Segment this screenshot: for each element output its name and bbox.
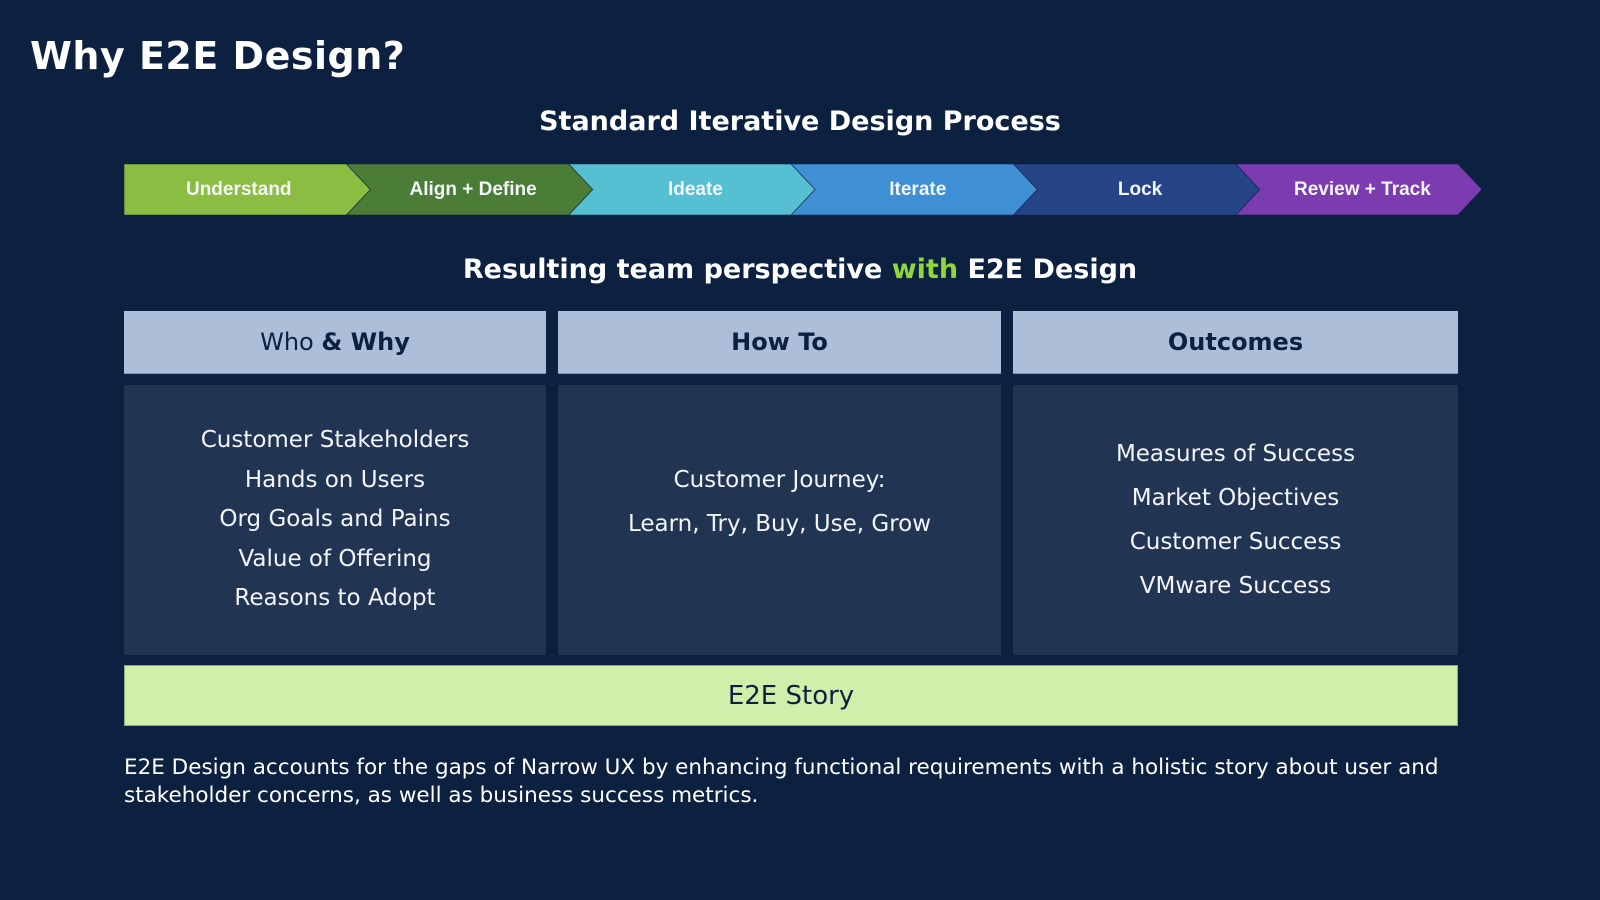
step-ideate: Ideate <box>667 179 723 200</box>
process-title: Standard Iterative Design Process <box>539 106 1061 137</box>
list-item: Measures of Success <box>1115 441 1356 467</box>
list-item: Customer Stakeholders <box>200 427 470 454</box>
column-header-how-to: How To <box>558 311 1001 374</box>
perspective-title-accent: with <box>891 254 959 285</box>
list-item: Hands on Users <box>244 466 426 493</box>
header-regular: Who <box>260 328 322 356</box>
perspective-title-after: E2E Design <box>958 254 1138 285</box>
column-body-how-to: Customer Journey: Learn, Try, Buy, Use, … <box>558 385 1001 655</box>
column-body-content: Customer Journey: Learn, Try, Buy, Use, … <box>628 458 931 546</box>
step-understand: Understand <box>185 179 292 200</box>
list-item: Org Goals and Pains <box>219 506 451 533</box>
perspective-title: Resulting team perspective with E2E Desi… <box>0 254 1600 285</box>
list-item: Customer Journey: <box>673 467 886 493</box>
list-item: Customer Success <box>1129 529 1342 555</box>
process-bar: Understand Align + Define Ideate Iterate… <box>123 163 1484 216</box>
column-header-who-why: Who & Why <box>124 311 546 374</box>
list-item: Learn, Try, Buy, Use, Grow <box>627 511 932 537</box>
header-bold: How To <box>731 328 828 356</box>
list-item: VMware Success <box>1139 573 1332 599</box>
step-lock: Lock <box>1117 179 1163 200</box>
header-bold: & Why <box>321 328 410 356</box>
step-iterate: Iterate <box>889 179 947 200</box>
column-header-outcomes: Outcomes <box>1013 311 1458 374</box>
step-align-define: Align + Define <box>409 179 537 200</box>
list-item: Value of Offering <box>238 545 432 572</box>
e2e-story-banner: E2E Story <box>124 665 1458 726</box>
column-body-outcomes: Measures of Success Market Objectives Cu… <box>1013 385 1458 655</box>
footnote: E2E Design accounts for the gaps of Narr… <box>124 755 1439 808</box>
header-bold: Outcomes <box>1167 328 1304 356</box>
slide-title: Why E2E Design? <box>30 34 406 78</box>
list-item: Reasons to Adopt <box>234 585 436 612</box>
chevron-understand <box>123 163 371 216</box>
perspective-title-before: Resulting team perspective <box>462 254 892 285</box>
process-chevrons <box>123 163 1483 216</box>
column-body-who-why: Customer Stakeholders Hands on Users Org… <box>124 385 546 655</box>
list-item: Market Objectives <box>1131 485 1340 511</box>
step-review-track: Review + Track <box>1294 179 1431 200</box>
